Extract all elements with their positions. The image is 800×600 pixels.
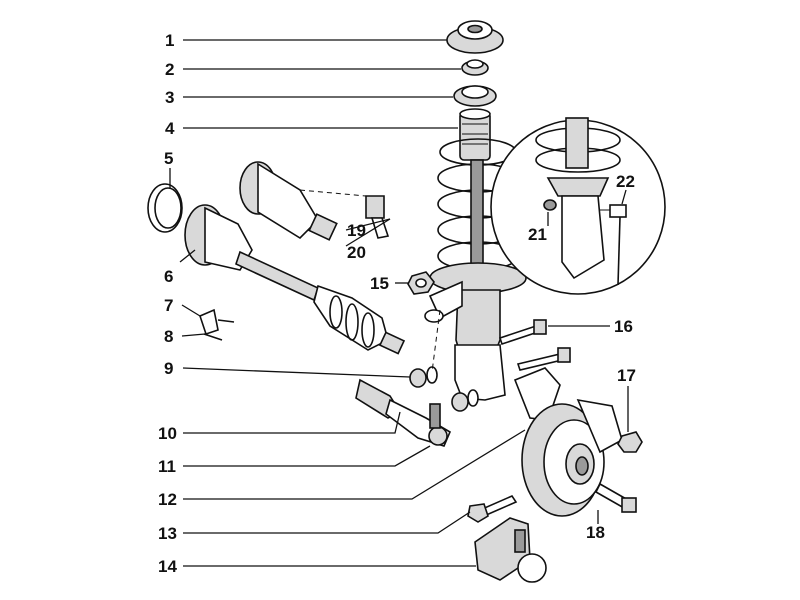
bolt-18 — [594, 482, 637, 513]
bearing-nut — [461, 59, 489, 76]
leader-lines — [169, 39, 629, 567]
lock-plate-bolts — [199, 308, 235, 341]
callout-8: 8 — [164, 327, 173, 346]
callout-14: 14 — [158, 557, 177, 576]
callout-2: 2 — [165, 60, 174, 79]
callout-16: 16 — [614, 317, 633, 336]
callout-17: 17 — [617, 366, 636, 385]
callout-12: 12 — [158, 490, 177, 509]
callout-21: 21 — [528, 225, 547, 244]
strut-mount-cap — [446, 20, 504, 54]
callout-19: 19 — [347, 221, 366, 240]
nut-washer-9 — [409, 309, 479, 412]
bolt-13 — [467, 494, 518, 523]
upper-spring-seat — [453, 85, 497, 107]
brake-disc-hub — [513, 367, 623, 517]
drive-shaft — [184, 161, 406, 355]
callout-3: 3 — [165, 88, 174, 107]
callout-6: 6 — [164, 267, 173, 286]
tie-rod-end — [355, 378, 452, 447]
callout-22: 22 — [616, 172, 635, 191]
callout-11: 11 — [158, 457, 176, 476]
boot-clamp-ring — [147, 183, 183, 233]
callout-4: 4 — [165, 119, 175, 138]
callout-15: 15 — [370, 274, 389, 293]
nut-15 — [407, 271, 435, 295]
callout-1: 1 — [165, 31, 174, 50]
callout-10: 10 — [158, 424, 177, 443]
nut-17 — [617, 431, 643, 453]
ball-joint — [474, 517, 547, 583]
bolt-16 — [498, 319, 571, 371]
callout-labels: 1 2 3 4 5 6 7 8 9 10 11 12 13 14 15 16 1… — [158, 31, 636, 576]
callout-20: 20 — [347, 243, 366, 262]
callout-7: 7 — [164, 296, 173, 315]
callout-5: 5 — [164, 149, 173, 168]
callout-18: 18 — [586, 523, 605, 542]
callout-13: 13 — [158, 524, 177, 543]
stabilizer-link-detail-inset — [490, 117, 666, 295]
callout-9: 9 — [164, 359, 173, 378]
